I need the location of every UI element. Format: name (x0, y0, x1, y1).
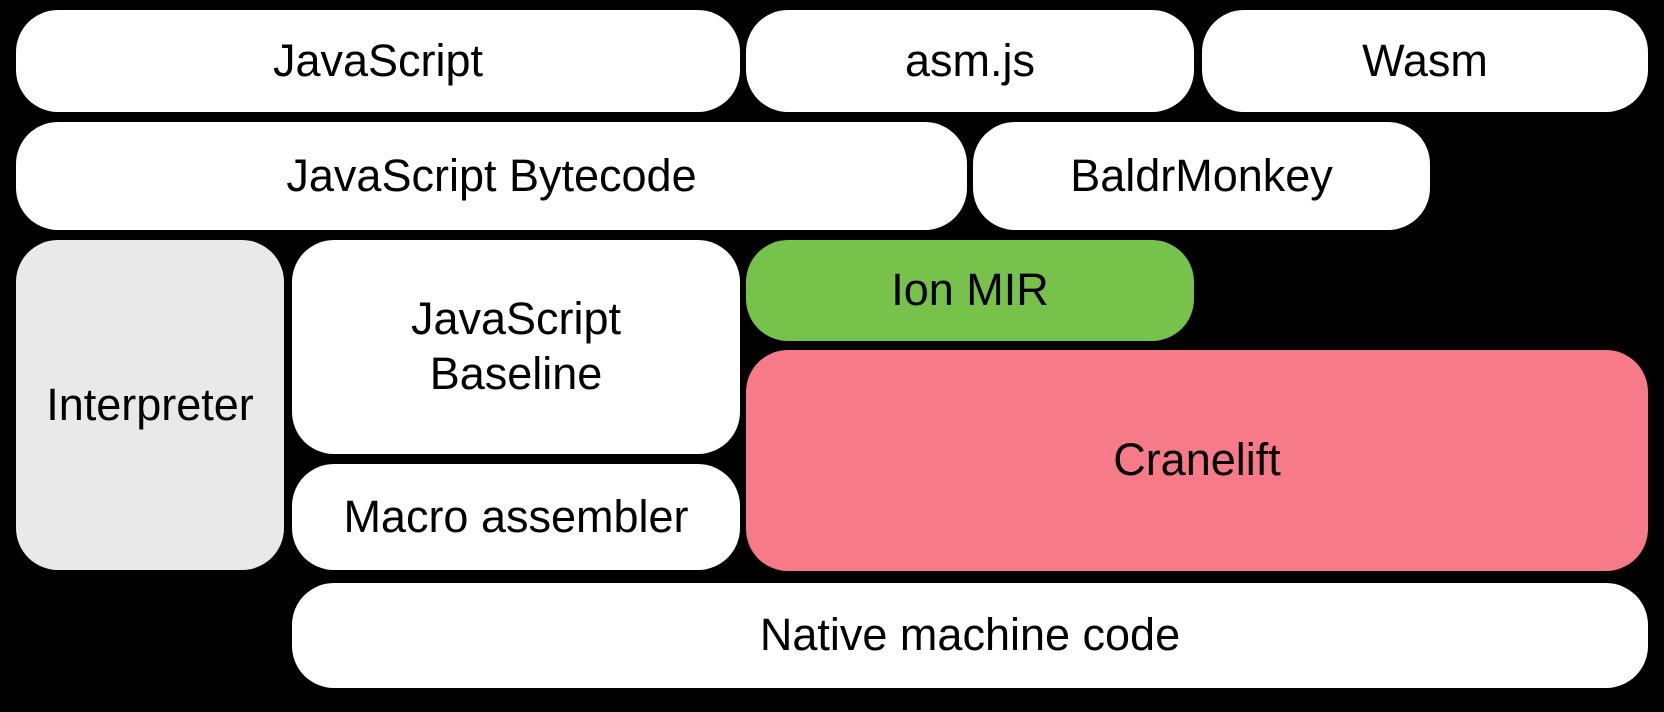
node-interpreter-label: Interpreter (46, 378, 254, 430)
node-javascript-baseline: JavaScript Baseline (292, 240, 740, 454)
node-macro-assembler-label: Macro assembler (343, 490, 689, 542)
node-javascript-bytecode-label: JavaScript Bytecode (286, 149, 697, 201)
node-cranelift-label: Cranelift (1113, 434, 1281, 486)
node-javascript: JavaScript (16, 10, 740, 112)
node-baldrmonkey-label: BaldrMonkey (1070, 149, 1333, 201)
node-macro-assembler: Macro assembler (292, 464, 740, 570)
node-javascript-bytecode: JavaScript Bytecode (16, 122, 967, 230)
node-cranelift: Cranelift (746, 350, 1648, 571)
node-asmjs: asm.js (746, 10, 1194, 112)
node-asmjs-label: asm.js (904, 34, 1035, 86)
node-wasm-label: Wasm (1362, 34, 1488, 86)
node-native-machine-code-label: Native machine code (759, 609, 1181, 661)
node-interpreter: Interpreter (16, 240, 284, 570)
node-ion-mir-label: Ion MIR (891, 264, 1049, 316)
node-javascript-baseline-label: JavaScript Baseline (410, 293, 622, 399)
node-wasm: Wasm (1202, 10, 1648, 112)
node-javascript-label: JavaScript (272, 34, 484, 86)
node-baldrmonkey: BaldrMonkey (973, 122, 1430, 230)
node-native-machine-code: Native machine code (292, 583, 1648, 688)
node-ion-mir: Ion MIR (746, 240, 1194, 341)
